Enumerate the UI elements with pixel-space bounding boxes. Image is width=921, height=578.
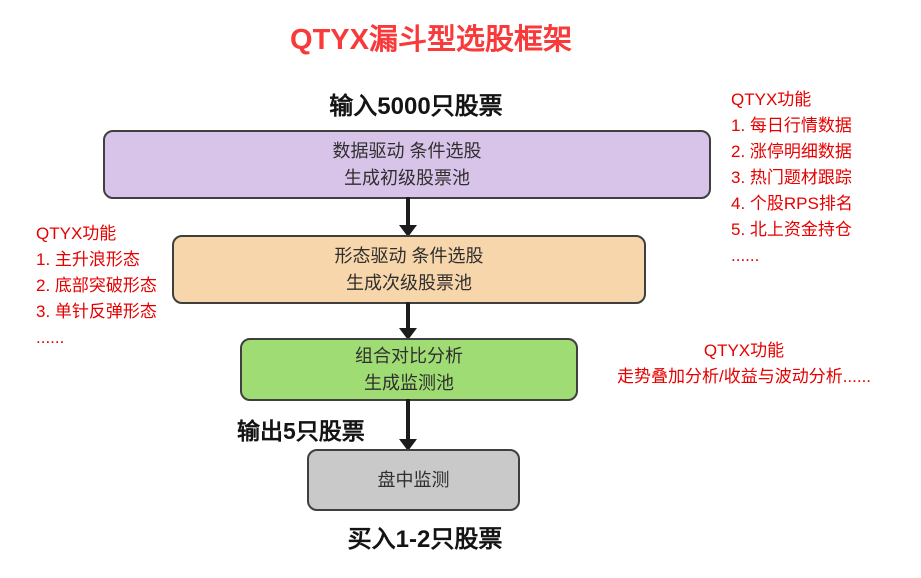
stage-box-primary-pool: 数据驱动 条件选股 生成初级股票池 — [103, 130, 711, 199]
stage-box-line: 生成监测池 — [364, 372, 454, 393]
annotation-analysis-features: QTYX功能 走势叠加分析/收益与波动分析...... — [598, 338, 890, 390]
arrow-head-icon — [399, 328, 417, 340]
stage-box-line: 生成初级股票池 — [344, 167, 470, 188]
annotation-item: ...... — [36, 328, 65, 347]
annotation-title: QTYX功能 — [703, 341, 785, 360]
annotation-title: QTYX功能 — [36, 224, 117, 243]
stage-box-line: 数据驱动 条件选股 — [332, 140, 482, 161]
arrow-shaft — [406, 302, 410, 328]
annotation-item: 2. 底部突破形态 — [36, 276, 157, 295]
annotation-item: 5. 北上资金持仓 — [731, 220, 852, 239]
arrow-shaft — [406, 197, 410, 225]
annotation-item: ...... — [731, 246, 760, 265]
input-stage-label: 输入5000只股票 — [329, 93, 503, 120]
annotation-item: 走势叠加分析/收益与波动分析...... — [616, 367, 872, 386]
stage-box-line: 形态驱动 条件选股 — [334, 245, 484, 266]
annotation-item: 2. 涨停明细数据 — [731, 142, 852, 161]
diagram-title: QTYX漏斗型选股框架 — [290, 24, 572, 56]
stage-box-secondary-pool: 形态驱动 条件选股 生成次级股票池 — [172, 235, 646, 304]
stage-box-line: 盘中监测 — [377, 469, 450, 490]
annotation-data-driven-features: QTYX功能 1. 每日行情数据 2. 涨停明细数据 3. 热门题材跟踪 4. … — [731, 87, 853, 269]
stage-box-line: 组合对比分析 — [355, 345, 463, 366]
annotation-item: 4. 个股RPS排名 — [731, 194, 853, 213]
arrow-down-3 — [399, 399, 417, 451]
stage-box-line: 生成次级股票池 — [346, 272, 472, 293]
annotation-item: 1. 每日行情数据 — [731, 116, 852, 135]
arrow-head-icon — [399, 439, 417, 451]
annotation-pattern-driven-features: QTYX功能 1. 主升浪形态 2. 底部突破形态 3. 单针反弹形态 ....… — [36, 221, 157, 351]
stage-box-intraday-monitor: 盘中监测 — [307, 449, 520, 511]
annotation-item: 1. 主升浪形态 — [36, 250, 140, 269]
output-stage-label: 输出5只股票 — [237, 418, 365, 444]
arrow-down-1 — [399, 197, 417, 237]
stage-box-watch-pool: 组合对比分析 生成监测池 — [240, 338, 578, 401]
arrow-down-2 — [399, 302, 417, 340]
buy-stage-label: 买入1-2只股票 — [347, 526, 503, 553]
arrow-head-icon — [399, 225, 417, 237]
annotation-item: 3. 单针反弹形态 — [36, 302, 157, 321]
arrow-shaft — [406, 399, 410, 439]
annotation-item: 3. 热门题材跟踪 — [731, 168, 852, 187]
annotation-title: QTYX功能 — [731, 90, 812, 109]
